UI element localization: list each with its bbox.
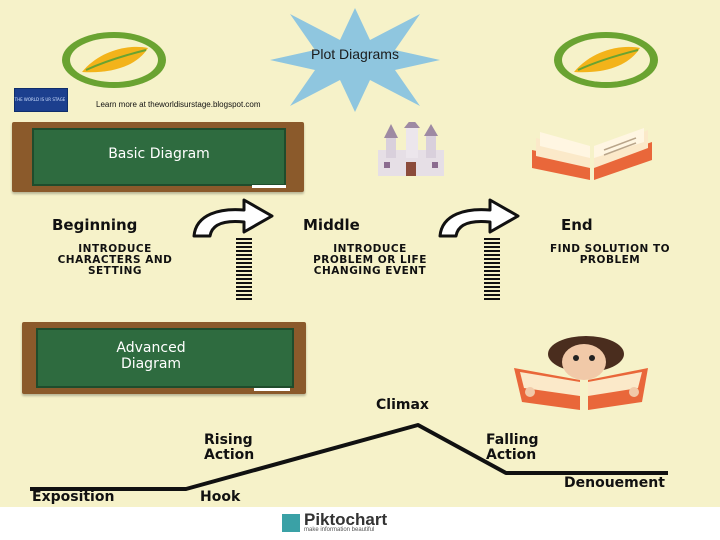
basic-chalkboard: Basic Diagram	[12, 122, 304, 192]
plot-line	[30, 423, 668, 491]
brand-name[interactable]: Piktochart	[304, 510, 388, 529]
advanced-chalkboard: Advanced Diagram	[22, 322, 306, 394]
site-logo	[14, 88, 68, 112]
advanced-diagram-label: Advanced Diagram	[116, 340, 186, 372]
leaf-badge-icon	[554, 32, 658, 88]
denouement-label: Denouement	[564, 475, 665, 491]
brand-tagline: make information beautiful	[304, 527, 375, 533]
divider-stripes	[484, 238, 500, 302]
stage-middle-label: Middle	[303, 216, 360, 234]
rising-action-label: Rising Action	[204, 432, 255, 463]
stage-end-label: End	[561, 216, 593, 234]
learn-more-link[interactable]: Learn more at theworldisurstage.blogspot…	[96, 100, 261, 109]
stage-beginning-label: Beginning	[52, 216, 138, 234]
hook-label: Hook	[200, 489, 241, 505]
castle-icon	[378, 122, 444, 176]
site-logo-text: THE WORLD IS UR STAGE	[14, 97, 66, 102]
basic-diagram-label: Basic Diagram	[108, 146, 210, 162]
piktochart-logo-icon	[282, 514, 300, 532]
climax-label: Climax	[376, 397, 429, 413]
stage-beginning-description: Introduce characters and setting	[57, 243, 173, 277]
falling-action-label: Falling Action	[486, 432, 539, 463]
stage-end-description: Find solution to problem	[549, 243, 671, 266]
open-book-icon	[532, 128, 652, 180]
stage-middle-description: Introduce problem or life changing event	[313, 243, 427, 277]
arrow-icon	[192, 198, 274, 238]
arrow-icon	[438, 198, 520, 238]
footer-bar	[0, 507, 720, 540]
exposition-label: Exposition	[32, 489, 115, 505]
reader-icon	[514, 336, 648, 410]
page-title: Plot Diagrams	[311, 46, 399, 62]
star-burst-icon	[270, 8, 440, 112]
divider-stripes	[236, 238, 252, 302]
leaf-badge-icon	[62, 32, 166, 88]
